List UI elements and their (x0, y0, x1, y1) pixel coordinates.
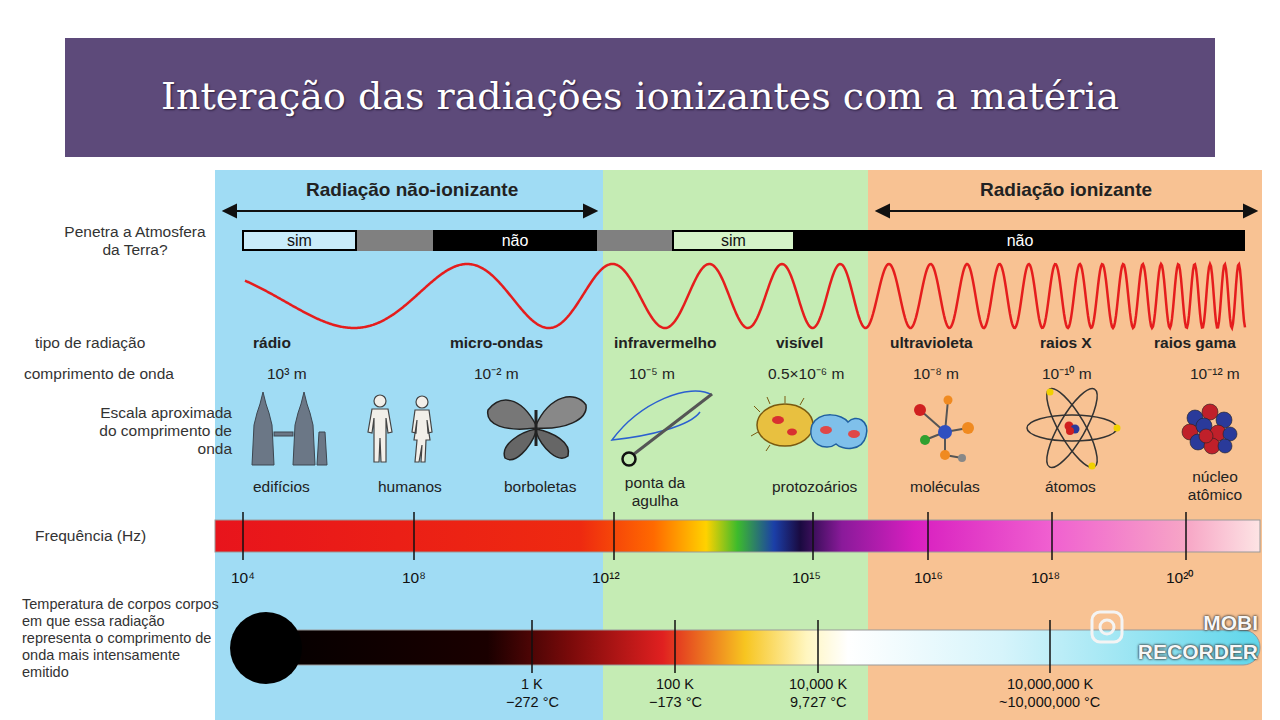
frequency-value: 10²⁰ (1166, 569, 1193, 587)
temperature-value: 9,727 °C (790, 694, 847, 711)
atmosphere-band: não (795, 230, 1245, 251)
scale-name: protozoários (772, 478, 857, 496)
frequency-value: 10¹⁶ (914, 569, 943, 587)
radiation-type: raios X (1040, 334, 1092, 352)
scale-name: humanos (378, 478, 442, 496)
wavelength-value: 10⁻⁸ m (913, 365, 959, 383)
wavelength-value: 10⁻⁵ m (629, 365, 675, 383)
row-heading: tipo de radiação (35, 334, 145, 352)
band-text: não (1007, 232, 1034, 250)
radiation-type: ultravioleta (890, 334, 973, 352)
wavelength-value: 0.5×10⁻⁶ m (768, 365, 844, 383)
radiation-type: infravermelho (614, 334, 717, 352)
frequency-value: 10¹⁵ (792, 569, 821, 587)
atmosphere-band: sim (672, 230, 795, 251)
scale-name: núcleo atômico (1170, 468, 1260, 504)
row-heading: Escala aproximada do comprimento de onda (82, 404, 232, 458)
band-text: não (502, 232, 529, 250)
frequency-value: 10⁸ (402, 569, 426, 587)
watermark: MOBI RECORDER (1128, 608, 1258, 667)
band-text: sim (721, 232, 746, 250)
wavelength-value: 10⁻² m (474, 365, 519, 383)
frequency-value: 10¹⁸ (1031, 569, 1060, 587)
wavelength-value: 10⁻¹⁰ m (1042, 365, 1092, 383)
radiation-type: rádio (253, 334, 291, 352)
band-text: sim (287, 232, 312, 250)
temperature-value: 100 K (656, 676, 694, 693)
temperature-value: 1 K (521, 676, 543, 693)
temperature-value: ~10,000,000 °C (999, 694, 1100, 711)
frequency-value: 10¹² (592, 569, 620, 587)
title-text: Interação das radiações ionizantes com a… (161, 74, 1119, 120)
temperature-value: −173 °C (649, 694, 702, 711)
row-heading: Frequência (Hz) (35, 527, 146, 545)
scale-name: borboletas (504, 478, 576, 496)
temperature-value: 10,000 K (789, 676, 847, 693)
wavelength-value: 10⁻¹² m (1190, 365, 1240, 383)
wavelength-value: 10³ m (267, 365, 307, 383)
row-heading: Penetra a Atmosfera da Terra? (60, 223, 210, 259)
region-heading: Radiação ionizante (980, 179, 1152, 201)
scale-name: edifícios (253, 478, 310, 496)
scale-name: ponta da agulha (610, 474, 700, 510)
wave-curve (245, 264, 1245, 328)
atmosphere-band: sim (242, 230, 357, 251)
row-heading: comprimento de onda (24, 365, 174, 383)
frequency-value: 10⁴ (231, 569, 255, 587)
radiation-type: micro-ondas (450, 334, 543, 352)
temperature-value: −272 °C (506, 694, 559, 711)
scale-name: moléculas (910, 478, 980, 496)
radiation-type: visível (776, 334, 823, 352)
radiation-type: raios gama (1154, 334, 1236, 352)
temperature-value: 10,000,000 K (1007, 676, 1093, 693)
scale-name: átomos (1045, 478, 1096, 496)
region-heading: Radiação não-ionizante (306, 179, 518, 201)
atmosphere-band: não (433, 230, 597, 251)
row-heading: Temperatura de corpos corpos em que essa… (22, 596, 227, 681)
